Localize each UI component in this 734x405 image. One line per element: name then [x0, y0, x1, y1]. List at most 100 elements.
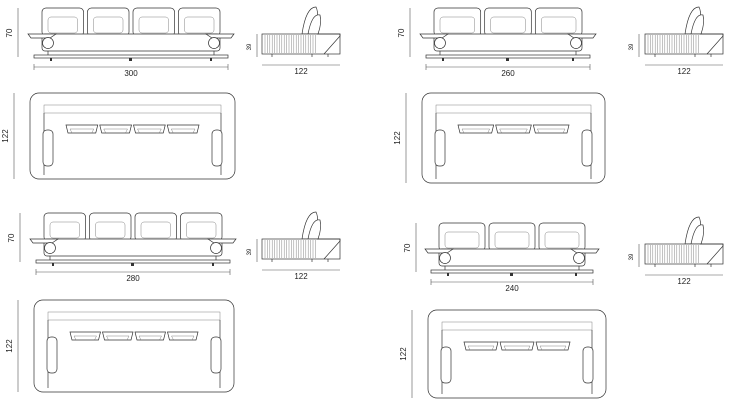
seat-block — [43, 238, 223, 257]
left-bolster-plan — [42, 129, 54, 167]
side-height-label: 39 — [629, 253, 635, 260]
foot — [447, 273, 449, 276]
plan-pillow — [537, 128, 566, 134]
plan-view: 122 — [393, 92, 606, 184]
side-depth-label: 122 — [294, 67, 308, 76]
plan-pillow — [137, 128, 162, 134]
back-cushion — [538, 222, 586, 252]
side-tray-support — [700, 33, 724, 55]
height-label: 70 — [397, 28, 406, 37]
back-cushion — [433, 7, 482, 37]
seat-pillow — [93, 16, 124, 34]
base-platform — [425, 54, 591, 59]
seat-block — [433, 33, 583, 52]
front-elevation: 260 70 — [397, 7, 597, 78]
side-depth-label: 122 — [677, 277, 691, 286]
base-platform — [430, 269, 594, 274]
back-cushion — [488, 222, 536, 252]
plan-depth-label: 122 — [393, 131, 402, 145]
foot — [212, 263, 214, 266]
side-elevation: 122 39 — [247, 211, 341, 281]
foot — [442, 58, 444, 61]
plan-pillow — [467, 345, 495, 351]
left-bolster — [434, 37, 446, 49]
width-label: 280 — [126, 274, 140, 283]
center-foot — [506, 58, 509, 61]
seat-pillow — [494, 231, 530, 249]
left-bolster-plan — [440, 346, 452, 384]
right-bolster-plan — [211, 129, 223, 167]
right-bolster-plan — [581, 129, 593, 167]
side-back-cushion — [690, 14, 705, 35]
center-foot — [129, 58, 132, 61]
plan-pillow — [499, 128, 528, 134]
seat-pillow — [184, 16, 215, 34]
side-back-cushion — [690, 224, 705, 245]
seat-pillow — [140, 221, 171, 239]
side-back-cushion — [307, 14, 322, 35]
plan-outline — [33, 299, 235, 393]
side-tray-support — [700, 243, 724, 265]
side-elevation: 122 39 — [247, 6, 341, 76]
side-height-label: 39 — [629, 43, 635, 50]
center-foot — [510, 273, 513, 276]
plan-pillow — [503, 345, 531, 351]
seat-block — [41, 33, 221, 52]
foot — [50, 58, 52, 61]
seat-pillow — [138, 16, 169, 34]
side-tray-support — [317, 33, 341, 55]
base-platform — [33, 54, 229, 59]
plan-pillow — [171, 335, 195, 341]
left-bolster — [44, 242, 56, 254]
side-depth-label: 122 — [677, 67, 691, 76]
plan-pillow — [138, 335, 162, 341]
seat-pillow — [541, 16, 577, 34]
seat-pillow — [490, 16, 526, 34]
seat-pillow — [186, 221, 217, 239]
width-label: 260 — [501, 69, 515, 78]
seat-pillow — [95, 221, 126, 239]
plan-back-frame — [441, 321, 593, 331]
right-bolster — [573, 252, 585, 264]
plan-view: 122 — [5, 299, 235, 393]
side-back-cushion — [307, 219, 322, 240]
right-bolster-plan — [582, 346, 594, 384]
side-height-label: 39 — [247, 248, 253, 255]
plan-depth-label: 122 — [5, 339, 14, 353]
side-depth-label: 122 — [294, 272, 308, 281]
plan-pillow — [103, 128, 128, 134]
left-bolster-plan — [46, 336, 58, 374]
plan-pillow — [106, 335, 130, 341]
plan-pillow — [69, 128, 95, 134]
seat-pillow — [544, 231, 580, 249]
right-bolster — [570, 37, 582, 49]
foot — [210, 58, 212, 61]
width-label: 240 — [505, 284, 519, 293]
seat-block — [438, 248, 586, 267]
plan-depth-label: 122 — [1, 129, 10, 143]
seat-pillow — [47, 16, 78, 34]
foot — [52, 263, 54, 266]
back-cushion — [534, 7, 583, 37]
center-foot — [131, 263, 134, 266]
left-bolster — [439, 252, 451, 264]
side-elevation: 122 39 — [629, 6, 724, 76]
plan-back-frame — [435, 104, 592, 114]
side-height-label: 39 — [247, 43, 253, 50]
plan-back-frame — [47, 311, 221, 321]
foot — [575, 273, 577, 276]
base-platform — [35, 259, 231, 264]
plan-pillow — [539, 345, 567, 351]
left-bolster — [42, 37, 54, 49]
plan-pillow — [73, 335, 97, 341]
width-label: 300 — [124, 69, 138, 78]
side-elevation: 122 39 — [629, 216, 724, 286]
